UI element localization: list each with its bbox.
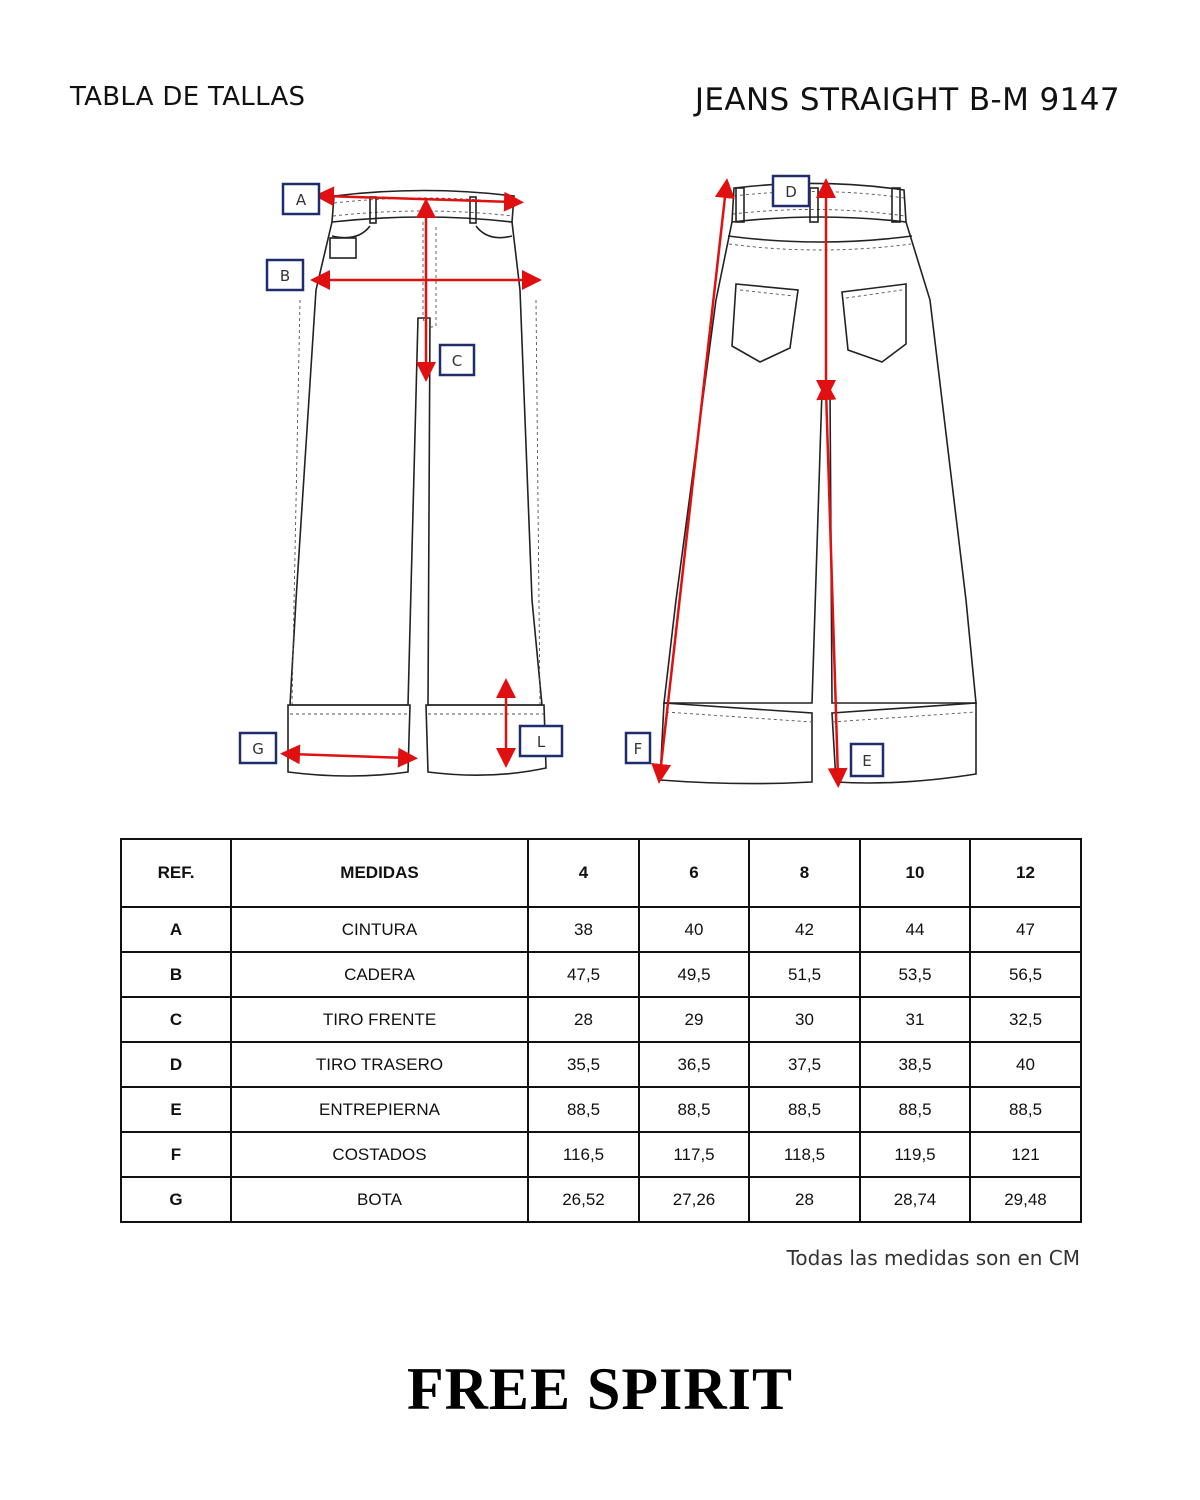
cell-value: 42 [748,906,861,953]
header-size-10: 10 [859,838,971,908]
brand-logo: FREE SPIRIT [406,1356,794,1422]
table-header-row: REF. MEDIDAS 4 6 8 10 12 [120,838,1082,908]
cell-value: 28,74 [859,1176,971,1223]
label-g: G [238,731,278,765]
svg-text:E: E [862,752,871,770]
cell-value: 26,52 [527,1176,640,1223]
cell-value: 47 [969,906,1082,953]
table-row: B CADERA 47,5 49,5 51,5 53,5 56,5 [120,951,1082,998]
cell-measure: ENTREPIERNA [230,1086,529,1133]
cell-value: 116,5 [527,1131,640,1178]
label-l: L [518,724,564,758]
cell-value: 38 [527,906,640,953]
size-table: REF. MEDIDAS 4 6 8 10 12 A CINTURA 38 40… [120,838,1082,1223]
cell-measure: COSTADOS [230,1131,529,1178]
svg-text:L: L [537,733,546,751]
cell-ref: E [120,1086,232,1133]
header-ref: REF. [120,838,232,908]
cell-value: 117,5 [638,1131,750,1178]
cell-ref: B [120,951,232,998]
label-e: E [849,742,885,778]
cell-value: 88,5 [748,1086,861,1133]
cell-ref: C [120,996,232,1043]
cell-value: 53,5 [859,951,971,998]
cell-value: 38,5 [859,1041,971,1088]
cell-ref: G [120,1176,232,1223]
svg-text:G: G [252,740,264,758]
cell-value: 28 [527,996,640,1043]
cell-ref: A [120,906,232,953]
svg-text:B: B [280,267,290,285]
header-medidas: MEDIDAS [230,838,529,908]
cell-measure: CADERA [230,951,529,998]
cell-value: 29 [638,996,750,1043]
cell-value: 27,26 [638,1176,750,1223]
front-view [287,189,547,777]
cell-value: 36,5 [638,1041,750,1088]
svg-text:F: F [634,740,643,758]
table-row: C TIRO FRENTE 28 29 30 31 32,5 [120,996,1082,1043]
units-note: Todas las medidas son en CM [786,1246,1080,1270]
cell-measure: TIRO TRASERO [230,1041,529,1088]
size-chart-title: TABLA DE TALLAS [70,82,306,112]
cell-value: 28 [748,1176,861,1223]
svg-text:C: C [452,352,462,370]
svg-text:A: A [296,191,307,209]
jeans-diagram: A B C D E F G L [238,174,977,788]
cell-value: 118,5 [748,1131,861,1178]
cell-value: 88,5 [638,1086,750,1133]
cell-value: 47,5 [527,951,640,998]
label-a: A [281,182,321,216]
cell-value: 88,5 [527,1086,640,1133]
cell-value: 35,5 [527,1041,640,1088]
header-size-12: 12 [969,838,1082,908]
cell-value: 56,5 [969,951,1082,998]
cell-value: 37,5 [748,1041,861,1088]
table-row: G BOTA 26,52 27,26 28 28,74 29,48 [120,1176,1082,1223]
cell-value: 88,5 [859,1086,971,1133]
cell-value: 29,48 [969,1176,1082,1223]
table-row: F COSTADOS 116,5 117,5 118,5 119,5 121 [120,1131,1082,1178]
table-row: D TIRO TRASERO 35,5 36,5 37,5 38,5 40 [120,1041,1082,1088]
cell-measure: CINTURA [230,906,529,953]
svg-text:D: D [785,183,797,201]
cell-value: 88,5 [969,1086,1082,1133]
measurement-lines [280,178,848,788]
label-c: C [438,343,476,377]
cell-value: 32,5 [969,996,1082,1043]
product-title: JEANS STRAIGHT B-M 9147 [694,82,1120,118]
cell-value: 40 [969,1041,1082,1088]
cell-value: 49,5 [638,951,750,998]
cell-measure: BOTA [230,1176,529,1223]
cell-value: 31 [859,996,971,1043]
label-f: F [624,731,652,765]
cell-ref: D [120,1041,232,1088]
cell-value: 40 [638,906,750,953]
header-size-4: 4 [527,838,640,908]
header-size-6: 6 [638,838,750,908]
cell-value: 44 [859,906,971,953]
cell-measure: TIRO FRENTE [230,996,529,1043]
cell-value: 51,5 [748,951,861,998]
label-b: B [265,258,305,292]
cell-value: 119,5 [859,1131,971,1178]
cell-value: 121 [969,1131,1082,1178]
label-d: D [771,174,811,208]
table-row: A CINTURA 38 40 42 44 47 [120,906,1082,953]
table-row: E ENTREPIERNA 88,5 88,5 88,5 88,5 88,5 [120,1086,1082,1133]
cell-value: 30 [748,996,861,1043]
header-size-8: 8 [748,838,861,908]
back-view [659,182,977,785]
cell-ref: F [120,1131,232,1178]
